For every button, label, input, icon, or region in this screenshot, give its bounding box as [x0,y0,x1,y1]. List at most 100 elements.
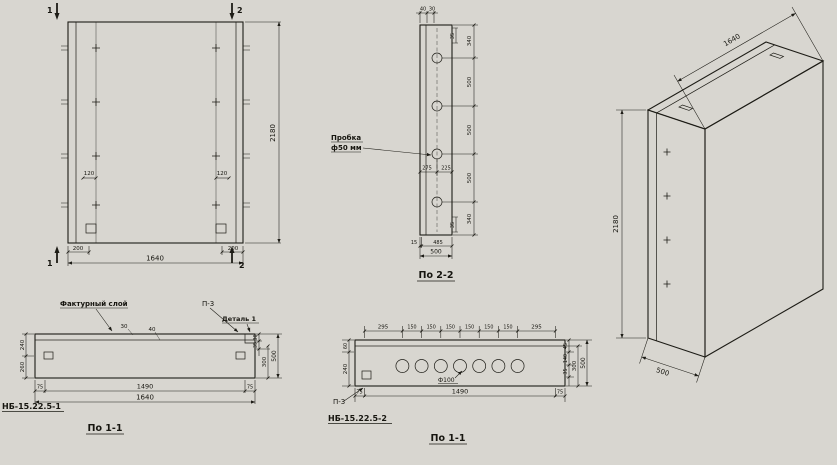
mark-section1-top: 1 [47,6,53,15]
plug-label-line2: ф50 мм [331,144,362,152]
dim-anchor-left: 120 [84,171,95,177]
extension-lines [364,326,556,338]
right-small-a: 30 [253,334,259,340]
dim-step: 40 [149,327,156,333]
top-dim-0: 295 [378,325,389,331]
bottom-dim-2: 75 [247,385,253,391]
facing-layer-strip [419,24,427,236]
facing-layer-strip [354,339,566,347]
lifting-recess [769,52,785,59]
extension-lines [354,388,566,402]
hole-circle [510,359,525,373]
mark-section2-top: 2 [237,6,243,15]
hole-circle [472,359,487,373]
inner-dim-left: 275 [422,166,432,172]
edge-weld-ticks [61,45,250,208]
section-1-1-title-nb1: По 1-1 [88,423,123,434]
left-dim-a: 60 [343,343,349,349]
right-small-b: 35 [253,342,259,348]
section-arrow-icon [54,246,60,253]
facing-layer-strip [67,21,77,244]
left-dim-0: 240 [20,339,26,350]
leader-line [127,328,134,336]
detail-notch [244,334,255,344]
bottom-right-dim: 35 [450,222,456,228]
hole-circle [491,359,506,373]
dim-ticks [266,344,270,380]
p3-label: П-3 [333,398,345,406]
anchor-cross-marks [92,44,220,209]
right-dim-4: 340 [467,213,473,224]
anchor-cross-marks [663,148,671,288]
extension-lines [566,339,592,387]
mark-section2-bottom: 2 [239,261,245,270]
section-arrow-icon [229,246,235,253]
top-dim-1: 150 [407,325,416,331]
right-dim-b: 500 [580,357,587,369]
bottom-dim-1: 1490 [137,383,154,391]
right-dim-a: 300 [572,360,578,371]
top-dim-4: 150 [465,325,474,331]
embed-plate-left [85,223,97,234]
facing-layer-strip [34,333,256,341]
right-small-0: 45 [563,343,569,349]
top-dim-a: 40 [420,7,426,13]
panel-top-face [646,41,825,130]
hole-circle [453,359,467,373]
right-dim-a: 300 [262,356,268,367]
right-dim-b: 500 [271,350,278,362]
dim-edge-right: 200 [228,246,239,252]
dim-ticks [418,170,454,174]
embed-plate [235,351,246,360]
dim-ticks [353,394,567,398]
hole-diameter-label: Ф100 [438,377,455,384]
dim-height: 2180 [269,124,277,142]
dim-ticks [257,332,261,351]
leader-line [95,308,113,332]
extension-lines [22,333,34,379]
panel-side-face [704,60,824,358]
extension-lines [342,339,354,387]
dim-ticks [472,23,476,237]
section-2-2-title: По 2-2 [419,270,454,281]
detail-label: Деталь 1 [222,315,256,323]
left-dim-b: 240 [343,363,349,374]
embed-plate [361,370,372,380]
extension-lines [452,27,458,44]
panel-outline [67,21,244,244]
dim-edge-left: 200 [73,246,84,252]
facing-layer-edge-top [656,44,775,114]
section-2-2-view: 40 30 35 35 340 500 500 500 340 Пробка ф… [331,7,478,282]
bottom-dim-a: 15 [411,240,417,246]
bottom-dim-0: 75 [37,385,43,391]
top-dim-6: 150 [503,325,512,331]
dim-ticks [576,344,580,388]
extension-lines [452,216,458,233]
dim-ticks [418,11,436,15]
top-dim-3: 150 [446,325,455,331]
panel-mark-nb1: НБ-15.22.5-1 [2,402,61,411]
section-arrow-icon [54,13,60,20]
p3-label: П-3 [202,300,214,308]
dim-ticks [81,176,231,180]
section-outline [34,333,256,379]
hole-circle [433,359,448,373]
hole-circle [414,359,429,373]
dim-anchor-right: 120 [217,171,228,177]
dim-facing: 30 [121,324,128,330]
panel-mark-nb2: НБ-15.22.5-2 [328,414,387,423]
section-outline [354,339,566,387]
lifting-recess [678,104,694,111]
section-1-1-view-nb1: Фактурный слой П-3 Деталь 1 30 40 30 35 … [2,300,282,435]
bottom-dim-2: 75 [557,390,563,396]
section-arrow-icon [229,13,235,20]
leader-line [454,370,463,379]
front-elevation-view: 200 200 1640 120 120 2180 2 2 1 1 [47,3,281,270]
right-dim-3: 500 [467,172,473,183]
extension-lines [616,109,646,339]
dim-ticks [347,338,351,388]
right-dim-2: 500 [467,124,473,135]
dim-width-total: 1640 [146,255,164,263]
